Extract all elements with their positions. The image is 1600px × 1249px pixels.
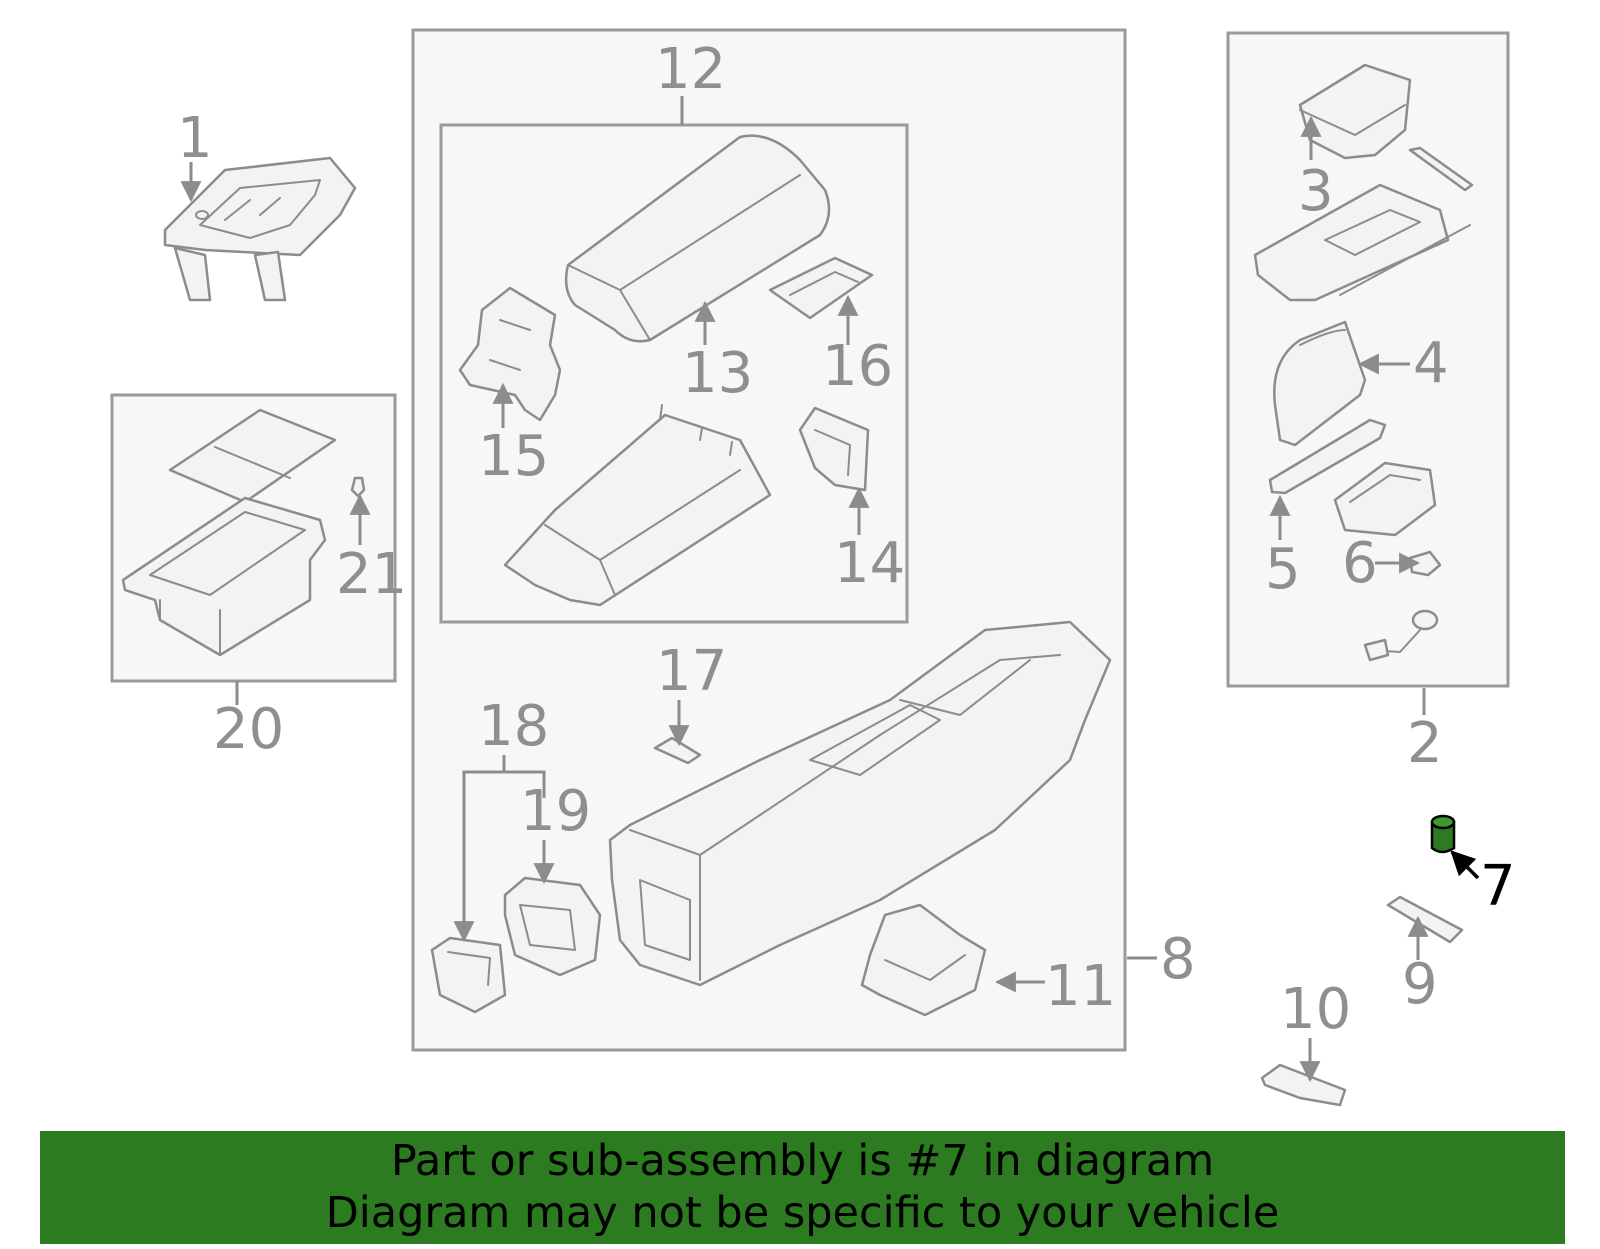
callout-3: 3 xyxy=(1298,159,1334,224)
part-20-cup-holder xyxy=(121,408,337,657)
callout-16: 16 xyxy=(822,334,893,399)
callout-19: 19 xyxy=(520,779,591,844)
part-8-console-body xyxy=(608,620,1112,987)
part-9-clip xyxy=(1386,895,1464,944)
leader-lines xyxy=(180,96,1480,1083)
callout-12: 12 xyxy=(655,37,726,102)
part-15-hinge-bracket xyxy=(458,286,562,422)
part-4-boot-cover xyxy=(1273,320,1367,447)
callout-18: 18 xyxy=(478,694,549,759)
part-13-armrest-lid xyxy=(564,134,831,343)
callout-15: 15 xyxy=(478,424,549,489)
callout-2: 2 xyxy=(1407,711,1443,776)
part-2-shift-plate xyxy=(1253,183,1471,302)
callout-11: 11 xyxy=(1045,954,1116,1019)
callout-17: 17 xyxy=(656,639,727,704)
callout-8: 8 xyxy=(1160,927,1196,992)
part-3-switch-bezel xyxy=(1298,63,1474,192)
callout-7: 7 xyxy=(1480,854,1516,919)
part-16-lid-latch xyxy=(768,256,874,320)
part-7-highlighted xyxy=(1430,814,1456,854)
part-11-bracket xyxy=(860,903,987,1017)
banner-line-disclaimer: Diagram may not be specific to your vehi… xyxy=(325,1188,1280,1238)
callout-21: 21 xyxy=(336,542,407,607)
part-12-console-lid-base xyxy=(503,404,772,607)
callout-20: 20 xyxy=(213,697,284,762)
callout-5: 5 xyxy=(1265,537,1301,602)
callout-13: 13 xyxy=(682,341,753,406)
callout-14: 14 xyxy=(834,531,905,596)
callout-1: 1 xyxy=(177,106,213,171)
banner-line-part: Part or sub-assembly is #7 in diagram xyxy=(390,1136,1215,1186)
part-1-shift-indicator xyxy=(163,156,357,302)
part-5-trim-rail xyxy=(1268,418,1387,495)
callout-6: 6 xyxy=(1342,531,1378,596)
part-19-vent-duct xyxy=(503,876,602,977)
callout-4: 4 xyxy=(1413,331,1449,396)
callout-10: 10 xyxy=(1280,977,1351,1042)
part-18-rear-vent xyxy=(430,936,507,1014)
part-17-clip xyxy=(653,736,702,765)
part-21-clip xyxy=(350,476,366,498)
callout-9: 9 xyxy=(1402,952,1438,1017)
part-10-bracket xyxy=(1260,1063,1347,1107)
info-banner: Part or sub-assembly is #7 in diagram Di… xyxy=(40,1131,1565,1244)
